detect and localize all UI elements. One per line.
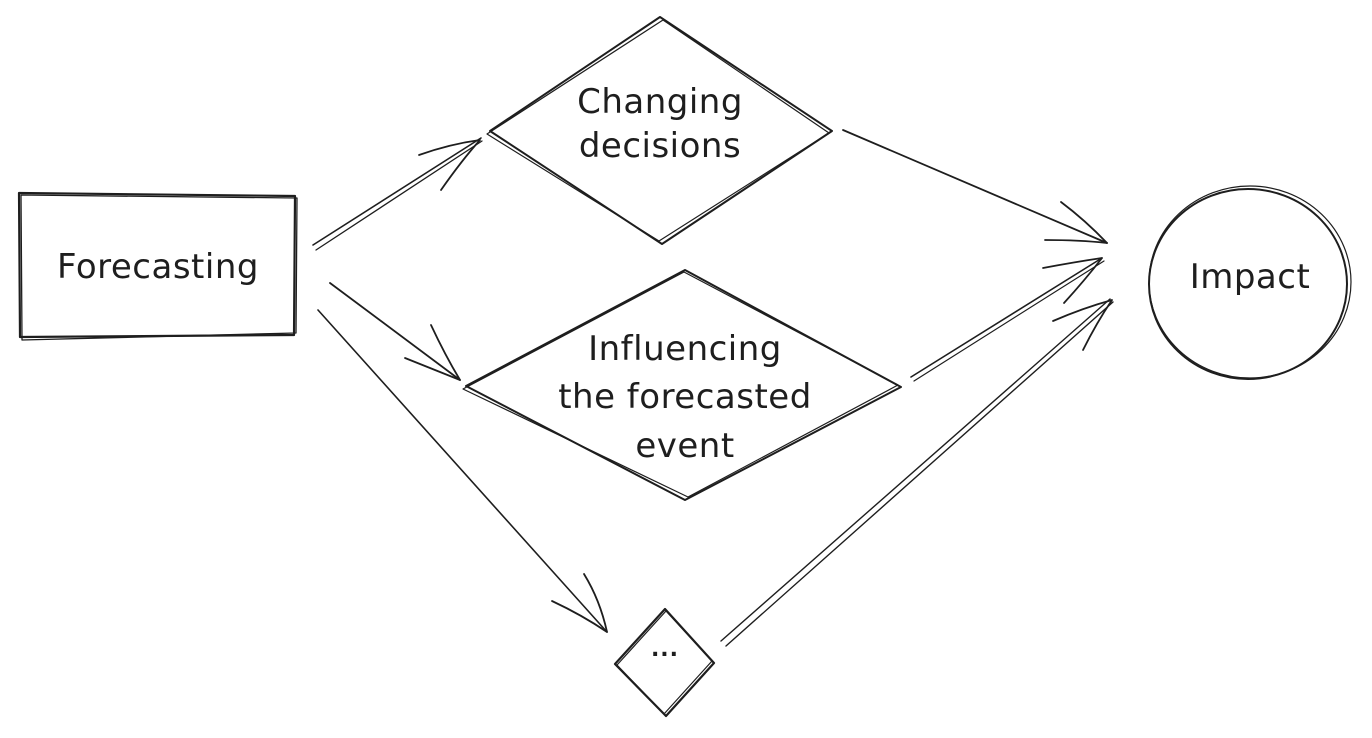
- node-other-shape[interactable]: [613, 607, 716, 718]
- node-influencing-event-shape[interactable]: [462, 269, 902, 501]
- node-impact-label: Impact: [1189, 257, 1311, 297]
- edge-forecasting-to-other: [317, 309, 608, 633]
- node-forecasting-label: Forecasting: [57, 247, 259, 287]
- edge-influencing-event-to-impact: [910, 257, 1105, 382]
- edge-forecasting-to-changing-decisions: [312, 137, 483, 251]
- node-changing-decisions-shape[interactable]: [486, 16, 833, 245]
- node-impact-shape[interactable]: [1148, 185, 1352, 380]
- node-forecasting-shape[interactable]: [17, 191, 298, 341]
- node-other-label: ...: [650, 637, 680, 662]
- node-changing-decisions-label: Changing decisions: [577, 82, 743, 167]
- edge-forecasting-to-influencing-event: [329, 282, 461, 381]
- node-influencing-event-label: Influencing the forecasted event: [558, 329, 812, 466]
- edge-other-to-impact: [720, 298, 1114, 647]
- edge-changing-decisions-to-impact: [842, 129, 1108, 244]
